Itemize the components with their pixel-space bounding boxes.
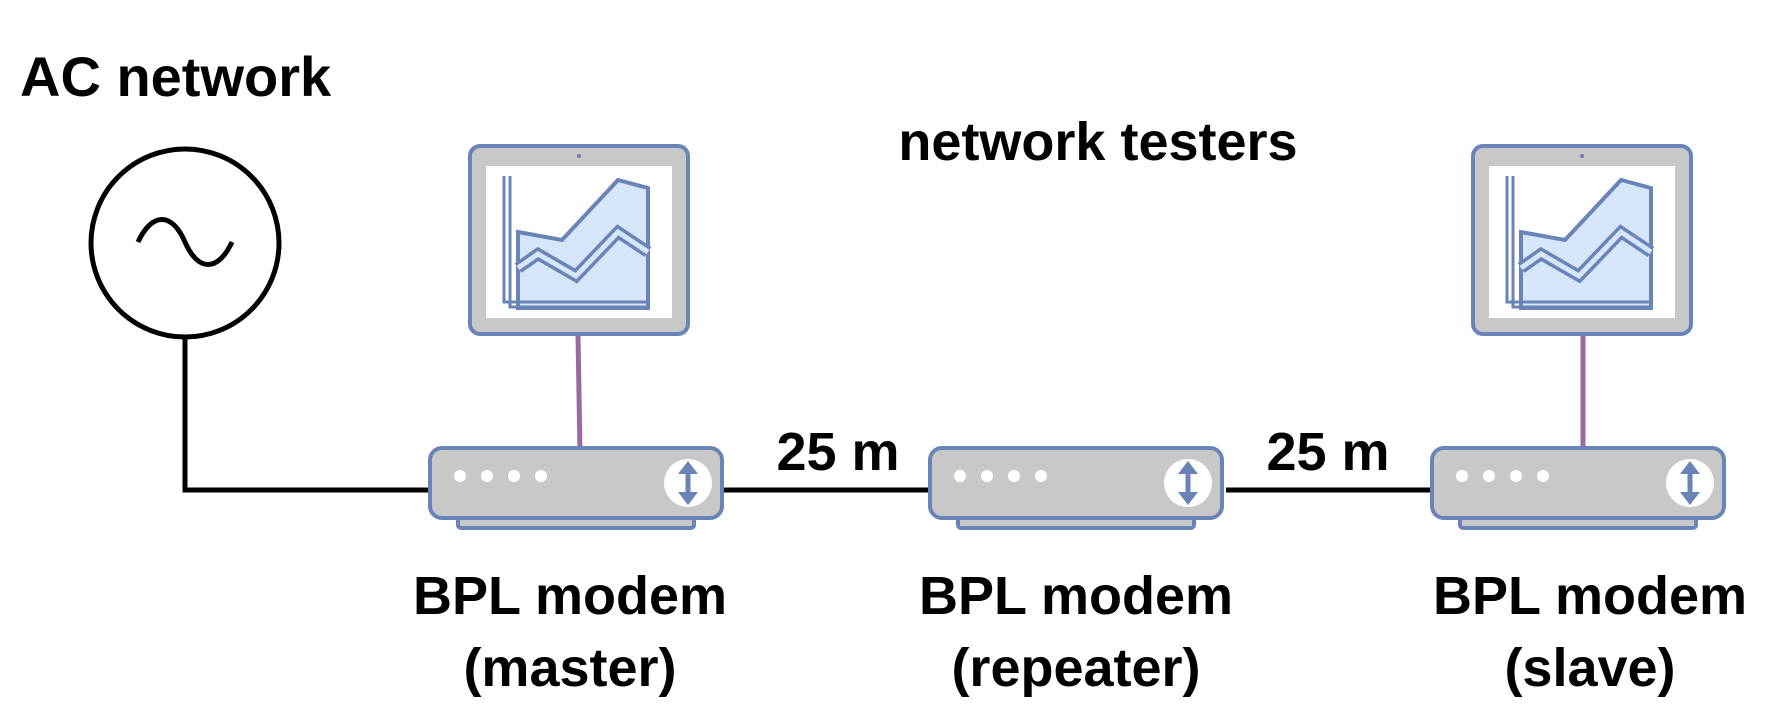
modem-slave-role: (slave) xyxy=(1504,638,1675,698)
distance-label-2: 25 m xyxy=(1266,422,1389,482)
modem-icon xyxy=(428,446,724,530)
modem-master-name: BPL modem xyxy=(413,566,727,626)
monitor-chart-icon xyxy=(468,144,690,336)
modem-repeater-name: BPL modem xyxy=(919,566,1233,626)
ac-cable xyxy=(182,338,432,493)
network-testers-label: network testers xyxy=(898,112,1297,172)
monitor-chart-icon xyxy=(1471,144,1693,336)
modem-slave-name: BPL modem xyxy=(1433,566,1747,626)
ac-network-label: AC network xyxy=(20,45,332,108)
updown-arrow-icon xyxy=(664,459,712,507)
modem-icon xyxy=(1430,446,1726,530)
sine-wave-source-icon xyxy=(88,146,282,340)
modem-master-role: (master) xyxy=(463,638,676,698)
tester-cable-master xyxy=(575,334,583,453)
modem-repeater-role: (repeater) xyxy=(951,638,1200,698)
updown-arrow-icon xyxy=(1164,459,1212,507)
distance-label-1: 25 m xyxy=(776,422,899,482)
updown-arrow-icon xyxy=(1666,459,1714,507)
modem-icon xyxy=(928,446,1224,530)
